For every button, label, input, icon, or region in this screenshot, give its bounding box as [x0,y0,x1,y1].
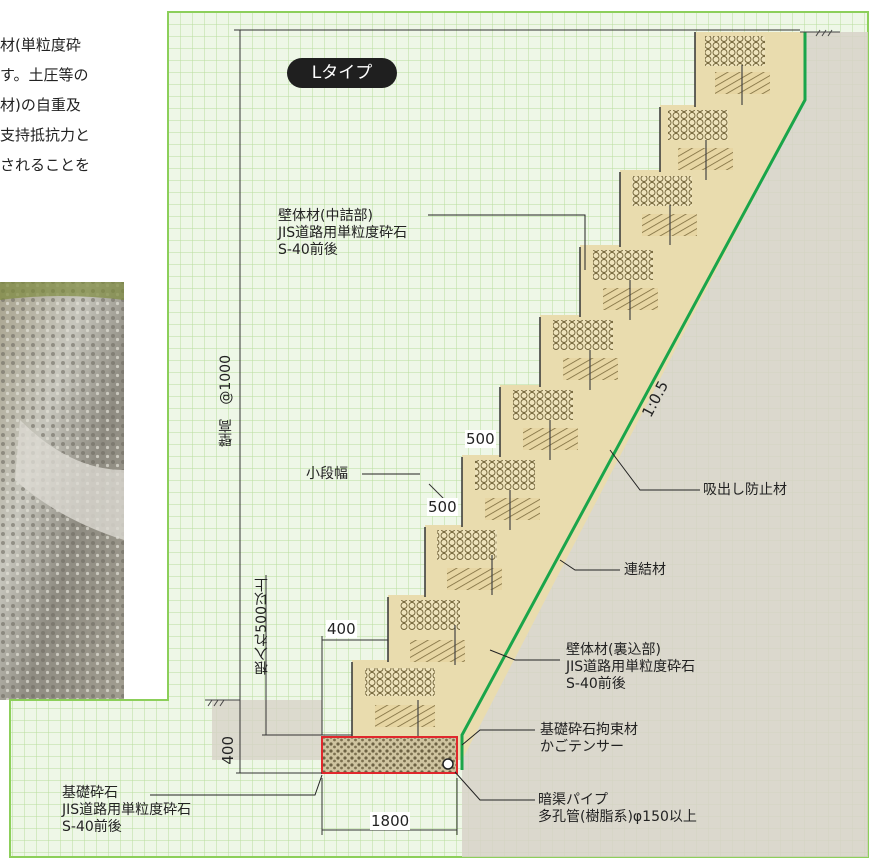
type-badge: Lタイプ [287,58,397,88]
intro-line: す。土圧等の [0,66,89,84]
drain-pipe-label-1: 暗渠パイプ [538,792,608,808]
intro-line: 材(単粒度砕 [0,36,81,54]
wall-back-label-1: 壁体材(裏込部) [566,642,661,658]
intro-line: されることを [0,156,91,174]
connectors [417,65,743,740]
foundation-box [321,736,458,774]
wall-height-label: 壁高 @1000 [218,355,234,447]
intro-line: 材)の自重及 [0,96,81,114]
suction-prevention-line [460,32,807,770]
suction-prevent-label: 吸出し防止材 [703,482,787,498]
wall-inner-label-2: JIS道路用単粒度砕石 [278,225,408,241]
leader-lines [150,214,700,801]
soil-region [462,32,868,857]
intro-line: 支持抵抗力と [0,126,91,144]
wall-inner-label-3: S-40前後 [278,242,338,258]
wall-back-label-2: JIS道路用単粒度砕石 [566,659,696,675]
dimension-lines [234,29,800,835]
drain-pipe-label-2: 多孔管(樹脂系)φ150以上 [538,809,697,825]
ground-marks [205,29,840,707]
site-photo [0,282,124,700]
dim-width-400: 400 [326,620,357,638]
dim-height-400: 400 [219,736,237,765]
dim-step-500-b: 500 [427,498,458,516]
embed-depth-label: 根入れ500以上 [254,578,270,675]
intro-text: 材(単粒度砕 す。土圧等の 材)の自重及 支持抵抗力と されることを [0,30,90,180]
found-restraint-label-1: 基礎砕石拘束材 [540,722,638,738]
found-restraint-label-2: かごテンサー [540,739,624,755]
connector-label: 連結材 [624,562,666,578]
dim-base-1800: 1800 [370,812,411,830]
found-stone-label-3: S-40前後 [62,819,122,835]
wall-back-label-3: S-40前後 [566,676,626,692]
drain-pipe-circle [442,758,454,770]
dim-step-500-a: 500 [465,430,496,448]
found-stone-label-1: 基礎砕石 [62,785,118,801]
found-stone-label-2: JIS道路用単粒度砕石 [62,802,192,818]
wall-inner-label-1: 壁体材(中詰部) [278,208,373,224]
small-step-label: 小段幅 [306,466,348,482]
